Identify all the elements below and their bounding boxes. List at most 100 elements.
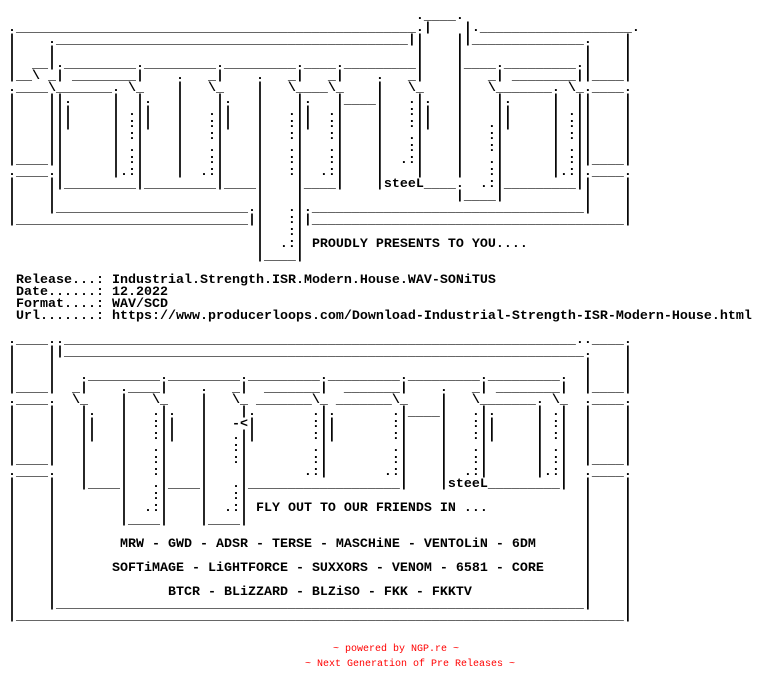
ascii-art-segment: |____| | | :| | :| :| :| | :| | :| |____… — [0, 453, 632, 468]
ascii-art-segment: | | | | |____| | | — [0, 189, 632, 204]
nfo-row: | | | | |____| | | — [0, 189, 752, 204]
ascii-art-segment: | | — [0, 537, 120, 552]
nfo-row: | | | | — [0, 525, 752, 540]
artist-signature: steeL — [383, 177, 424, 192]
ascii-art-segment: | || | .| | .| | .| .| | :| | :| | .|| | — [0, 141, 632, 156]
nfo-row: | ._____________________________________… — [0, 33, 752, 48]
nfo-row: | | |____| .|____| .|___________________… — [0, 477, 752, 492]
nfo-row: | | | .:| | .:| FLY OUT TO OUR FRIENDS I… — [0, 501, 752, 516]
ascii-art-segment: | ||_________|_________|____| |____| | — [0, 177, 384, 192]
ascii-art-segment: |__\ _| ________| . _| . _| _| . _| | _|… — [0, 69, 632, 84]
nfo-row: | ||| | :|| | :|| | :|| :| | :|| | .|| |… — [0, 117, 752, 132]
ascii-art-segment: | | | :| | :| | | — [0, 489, 632, 504]
url-label: Url.......: — [16, 309, 112, 324]
nfo-row: | | | | — [0, 357, 752, 372]
nfo-row: | | |____| |____| | | — [0, 513, 752, 528]
ascii-art-segment: | | — [471, 585, 632, 600]
greetings-line-1: MRW - GWD - ADSR - TERSE - MASCHiNE - VE… — [119, 537, 536, 552]
nfo-row: | | |. | .|. | |. .|. .|____| .|. | .| |… — [0, 406, 752, 419]
ascii-art-segment: | ._____________________________________… — [0, 33, 632, 48]
ascii-art-segment: |_______________________________________… — [0, 609, 632, 624]
ascii-art-segment: | |_____________________________________… — [0, 597, 632, 612]
nfo-row: | | ._________._________._________._____… — [0, 369, 752, 384]
ascii-art-segment: | |________________________.| .|._______… — [0, 201, 632, 216]
ascii-art-segment: ____. .:|_________|| | — [423, 177, 632, 192]
ascii-art-segment: .____. — [0, 9, 464, 24]
nfo-ascii-art: .____. .________________________________… — [0, 9, 752, 624]
nfo-row: | || | :| | :| | :| :| | .| | :| | :|| | — [0, 130, 752, 143]
presents-heading: PROUDLY PRESENTS TO YOU.... — [311, 237, 528, 252]
greetings-line-3: BTCR - BLiZZARD - BLZiSO - FKK - FKKTV — [167, 585, 472, 600]
nfo-row: .____\_______. \_ | \_ | \____\_ | \_ | … — [0, 81, 752, 96]
ascii-art-segment: | | — [535, 537, 632, 552]
ascii-art-segment: | ||____________________________________… — [0, 345, 632, 360]
ascii-art-segment: | | |____| .|____| .|___________________… — [0, 477, 448, 492]
nfo-row: | | | :| | :| | | — [0, 489, 752, 504]
nfo-row: Date......: 12.2022 — [0, 286, 752, 299]
ascii-art-segment: | | ._________._________._________._____… — [0, 369, 632, 384]
nfo-row: |_______________________________________… — [0, 609, 752, 624]
ascii-art-segment: | | || | :|| | .|| :|| :| | :|| | :| | | — [0, 429, 632, 444]
ascii-art-segment: | ||. | |. | |. | |. |____| .|. | |. | |… — [0, 93, 632, 108]
ascii-art-segment: | ||| | :|| | :|| | :|| :| | :|| | .|| |… — [0, 117, 632, 132]
ascii-art-segment: | | — [487, 501, 632, 516]
greetings-heading: FLY OUT TO OUR FRIENDS IN ... — [255, 501, 488, 516]
nfo-row: | .:| PROUDLY PRESENTS TO YOU.... — [0, 237, 752, 252]
nfo-row: |____| _| .____| . _| _______| _______| … — [0, 381, 752, 396]
nfo-row: | | | | | | — [0, 45, 752, 60]
nfo-row: .____. — [0, 9, 752, 24]
nfo-row: |____| | | :| | :| :| :| | :| | :| |____… — [0, 453, 752, 468]
ascii-art-segment: .____\_______. \_ | \_ | \____\_ | \_ | … — [0, 81, 632, 96]
nfo-row: | |________________________.| .|._______… — [0, 201, 752, 216]
ascii-art-segment: | .:| — [0, 237, 312, 252]
ascii-art-segment: | | | .:| | .:| — [0, 501, 256, 516]
ascii-art-segment: | ||| | .|| | .|| | .|| .| | :|| | || | … — [0, 105, 632, 120]
nfo-row: .____. \_ | \_ | \_ _______\_ _______\_ … — [0, 393, 752, 408]
nfo-row: | | || | :|| | -<| :|| :| | :|| | :| | | — [0, 417, 752, 432]
format-value: WAV/SCD — [111, 297, 168, 312]
format-label: Format....: — [16, 297, 112, 312]
nfo-row: |____| — [0, 250, 752, 263]
nfo-row: | :| — [0, 226, 752, 239]
ascii-art-segment: | | | | — [0, 573, 632, 588]
ascii-art-segment: | | | | — [0, 525, 632, 540]
ascii-art-segment: | | — [0, 585, 168, 600]
ascii-art-segment: | | — [0, 561, 112, 576]
ascii-art-segment: |_____________________________|| :||____… — [0, 213, 632, 228]
ascii-art-segment: | | | | | | — [0, 45, 632, 60]
ascii-art-segment: .____. \_ | \_ | \_ _______\_ _______\_ … — [0, 393, 632, 408]
greetings-line-2: SOFTiMAGE - LiGHTFORCE - SUXXORS - VENOM… — [111, 561, 544, 576]
nfo-row: | ||. | |. | |. | |. |____| .|. | |. | |… — [0, 93, 752, 108]
ascii-art-segment: .____. | | :| | | .:| .:| | .:| |.:| .__… — [0, 465, 632, 480]
ascii-art-segment: ._______________________________________… — [0, 21, 640, 36]
nfo-row: | || | .| | .| | .| .| | :| | :| | .|| | — [0, 141, 752, 156]
nfo-row: Url.......: https://www.producerloops.co… — [0, 309, 752, 324]
ascii-art-segment: | __|._________._________._________.____… — [0, 57, 632, 72]
nfo-row: | | BTCR - BLiZZARD - BLZiSO - FKK - FKK… — [0, 585, 752, 600]
nfo-row: Release...: Industrial.Strength.ISR.Mode… — [0, 273, 752, 288]
nfo-row: |____|| | :| | :| | :| :| | .:| | .| | :… — [0, 154, 752, 167]
nfo-row: | | MRW - GWD - ADSR - TERSE - MASCHiNE … — [0, 537, 752, 552]
nfo-row: | | || | :|| | .|| :|| :| | :|| | :| | | — [0, 429, 752, 444]
nfo-row: ._______________________________________… — [0, 21, 752, 36]
ascii-art-segment: | | — [543, 561, 632, 576]
ascii-art-segment: |____| _| .____| . _| _______| _______| … — [0, 381, 632, 396]
ascii-art-segment: | | |____| |____| | | — [0, 513, 632, 528]
nfo-row: | | | | — [0, 549, 752, 564]
footer-tagline: ~ Next Generation of Pre Releases ~ — [305, 659, 516, 670]
nfo-row: | ||| | .|| | .|| | .|| .| | :|| | || | … — [0, 105, 752, 120]
release-value: Industrial.Strength.ISR.Modern.House.WAV… — [111, 273, 496, 288]
ascii-art-segment: | | | | — [0, 549, 632, 564]
nfo-row: | | SOFTiMAGE - LiGHTFORCE - SUXXORS - V… — [0, 561, 752, 576]
ascii-art-segment: .____.| |.:| | .:| | :| .:| | | | :| |.:… — [0, 165, 632, 180]
ascii-art-segment: | | || | :|| | -<| :|| :| | :|| | :| | | — [0, 417, 632, 432]
nfo-row: | | | | — [0, 573, 752, 588]
nfo-row: .____. | | :| | | .:| .:| | .:| |.:| .__… — [0, 465, 752, 480]
ascii-art-segment: | | | | — [0, 357, 632, 372]
url-value[interactable]: https://www.producerloops.com/Download-I… — [111, 309, 752, 324]
ascii-art-segment: | | | | .| | :| .| .| | .| | .| | | — [0, 441, 632, 456]
ascii-art-segment — [0, 309, 16, 324]
nfo-row: | __|._________._________._________.____… — [0, 57, 752, 72]
artist-signature: steeL — [447, 477, 488, 492]
nfo-row: |__\ _| ________| . _| . _| _| . _| | _|… — [0, 69, 752, 84]
